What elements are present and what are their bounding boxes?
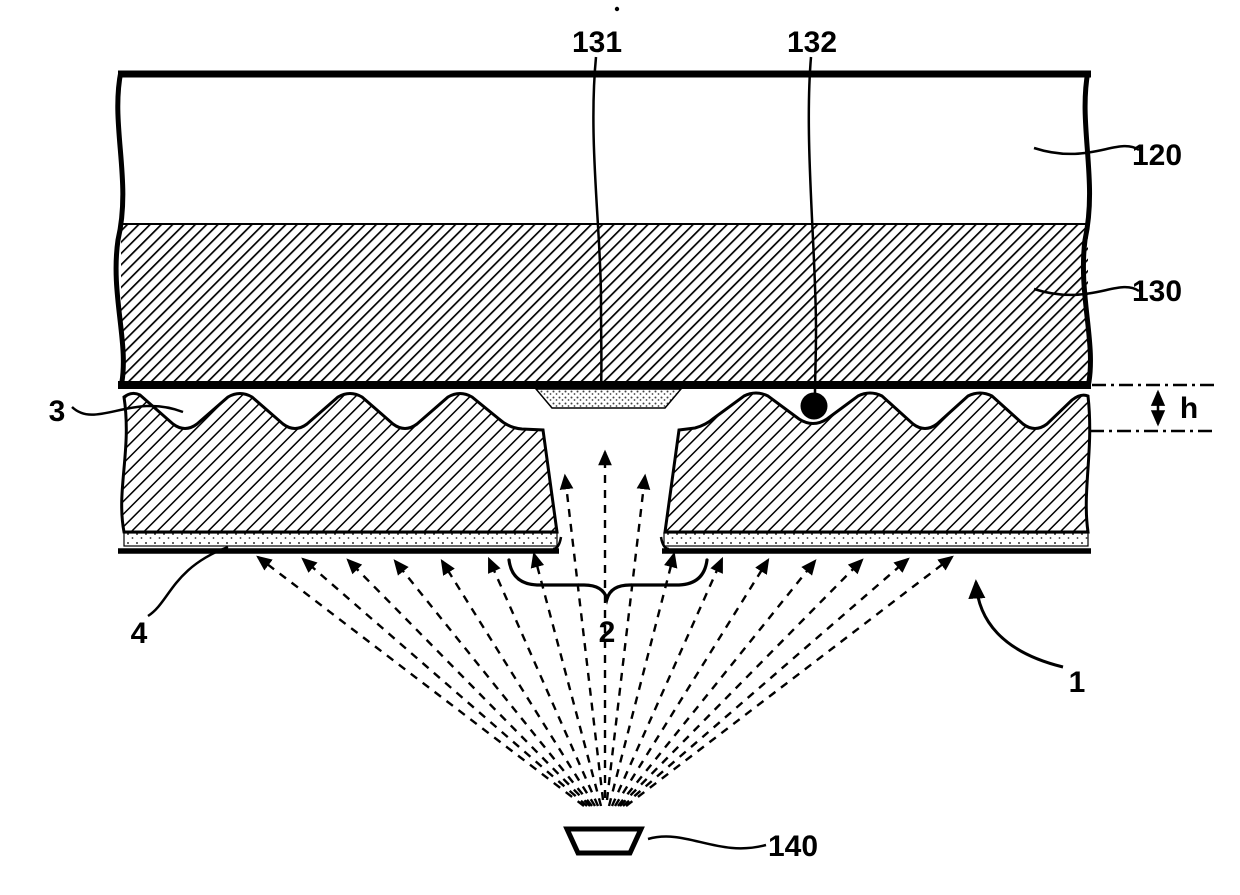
label-4: 4 — [131, 617, 148, 650]
right-strip-curl — [659, 536, 670, 551]
left-base-strip — [123, 532, 558, 547]
light-ray — [605, 473, 651, 801]
h-dimension — [1090, 383, 1214, 433]
light-rays — [256, 449, 954, 807]
particle-132-dot — [800, 392, 828, 420]
layer-130-body — [121, 224, 1088, 385]
light-ray — [487, 556, 600, 807]
label-1: 1 — [1069, 666, 1086, 699]
light-ray — [346, 558, 591, 807]
left-break-edge — [113, 70, 126, 388]
light-ray — [622, 557, 910, 807]
leader-131 — [592, 56, 603, 389]
arrow-1 — [968, 579, 1064, 669]
leader-130 — [1033, 285, 1140, 297]
light-ray — [530, 551, 603, 807]
speck — [614, 6, 620, 12]
light-ray — [559, 473, 605, 801]
left-prism-block — [120, 391, 559, 534]
stipple-patch-131 — [534, 388, 683, 409]
brace-2 — [507, 558, 709, 605]
lamp-140 — [563, 826, 645, 856]
light-ray — [613, 558, 770, 807]
leader-140 — [647, 835, 767, 850]
layer-120-body — [121, 75, 1088, 224]
light-ray — [619, 558, 864, 807]
label-2: 2 — [599, 616, 616, 649]
light-ray — [607, 551, 678, 807]
label-120: 120 — [1132, 139, 1182, 172]
right-prism-block — [663, 391, 1092, 534]
base-strip-layer — [118, 532, 1091, 554]
leader-120 — [1033, 144, 1140, 156]
left-strip-curl — [552, 536, 563, 551]
light-ray — [301, 557, 588, 807]
light-ray — [393, 559, 593, 807]
leader-lines — [71, 56, 1140, 850]
right-break-edge — [1080, 70, 1093, 388]
leader-132 — [807, 56, 818, 394]
label-131: 131 — [572, 26, 622, 59]
label-130: 130 — [1132, 275, 1182, 308]
right-base-strip — [663, 532, 1089, 547]
label-132: 132 — [787, 26, 837, 59]
light-ray — [617, 559, 817, 807]
leader-4 — [147, 545, 229, 618]
light-ray — [610, 556, 724, 807]
label-140: 140 — [768, 830, 818, 863]
leader-3 — [71, 404, 184, 416]
label-h: h — [1180, 392, 1198, 425]
label-3: 3 — [49, 395, 66, 428]
upper-assembly — [113, 70, 1093, 389]
light-ray — [440, 559, 597, 807]
